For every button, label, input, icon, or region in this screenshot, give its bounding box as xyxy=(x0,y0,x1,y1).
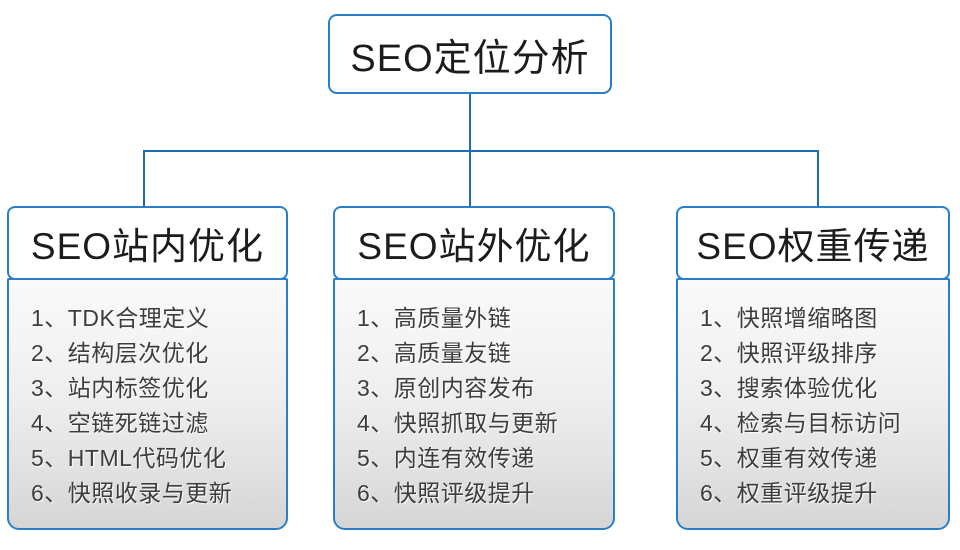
branch-title: SEO站外优化 xyxy=(333,206,615,280)
list-item: 2、快照评级排序 xyxy=(700,340,878,366)
connector-drop-center xyxy=(469,150,471,208)
list-item: 6、快照评级提升 xyxy=(357,480,535,506)
list-item: 5、权重有效传递 xyxy=(700,445,878,471)
list-item: 4、检索与目标访问 xyxy=(700,410,902,436)
list-item: 1、TDK合理定义 xyxy=(31,305,210,331)
list-item: 5、HTML代码优化 xyxy=(31,445,227,471)
connector-branch-horizontal xyxy=(143,150,819,152)
list-item: 3、搜索体验优化 xyxy=(700,375,878,401)
list-item: 3、站内标签优化 xyxy=(31,375,209,401)
branch-item-list: 1、TDK合理定义 2、结构层次优化 3、站内标签优化 4、空链死链过滤 5、H… xyxy=(7,278,288,530)
list-item: 2、结构层次优化 xyxy=(31,340,209,366)
list-item: 1、快照增缩略图 xyxy=(700,305,878,331)
list-item: 2、高质量友链 xyxy=(357,340,512,366)
root-node-seo-positioning-analysis: SEO定位分析 xyxy=(328,14,612,94)
list-item: 4、快照抓取与更新 xyxy=(357,410,559,436)
branch-weight-transfer: SEO权重传递 1、快照增缩略图 2、快照评级排序 3、搜索体验优化 4、检索与… xyxy=(676,206,950,530)
branch-offsite-optimization: SEO站外优化 1、高质量外链 2、高质量友链 3、原创内容发布 4、快照抓取与… xyxy=(333,206,615,530)
list-item: 4、空链死链过滤 xyxy=(31,410,209,436)
branch-item-list: 1、高质量外链 2、高质量友链 3、原创内容发布 4、快照抓取与更新 5、内连有… xyxy=(333,278,615,530)
list-item: 3、原创内容发布 xyxy=(357,375,535,401)
list-item: 6、权重评级提升 xyxy=(700,480,878,506)
branch-onsite-optimization: SEO站内优化 1、TDK合理定义 2、结构层次优化 3、站内标签优化 4、空链… xyxy=(7,206,288,530)
branch-item-list: 1、快照增缩略图 2、快照评级排序 3、搜索体验优化 4、检索与目标访问 5、权… xyxy=(676,278,950,530)
connector-drop-left xyxy=(143,150,145,208)
list-item: 5、内连有效传递 xyxy=(357,445,535,471)
list-item: 1、高质量外链 xyxy=(357,305,512,331)
branch-title: SEO权重传递 xyxy=(676,206,950,280)
list-item: 6、快照收录与更新 xyxy=(31,480,233,506)
branch-title: SEO站内优化 xyxy=(7,206,288,280)
connector-drop-right xyxy=(817,150,819,208)
connector-root-vertical xyxy=(469,94,471,152)
